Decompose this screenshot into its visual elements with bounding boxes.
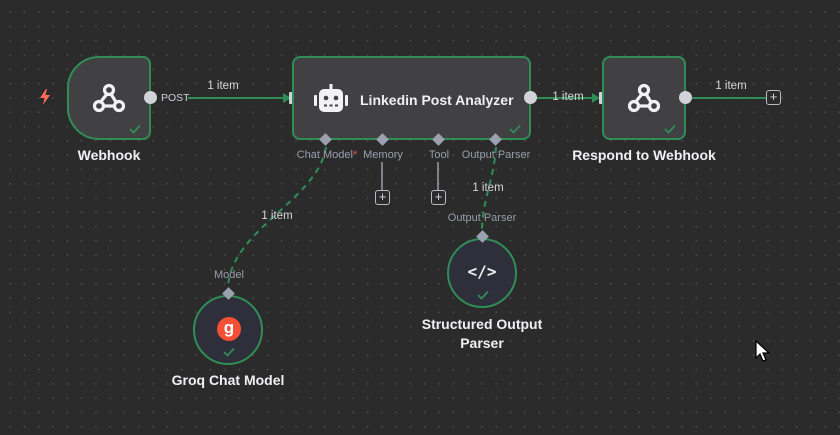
groq-icon: g	[217, 317, 241, 341]
edge-label-webhook-agent: 1 item	[207, 80, 239, 92]
webhook-node-label: Webhook	[77, 147, 141, 163]
edge-parser-agent[interactable]	[481, 146, 497, 233]
webhook-output-handle[interactable]	[144, 91, 157, 104]
success-check-icon	[477, 290, 489, 300]
trigger-bolt-icon	[40, 89, 50, 105]
output-parser-sub-label: Output Parser	[461, 149, 531, 161]
success-check-icon	[509, 124, 521, 134]
structured-output-parser-node[interactable]: </>	[447, 238, 517, 308]
webhook-node[interactable]	[67, 56, 151, 140]
agent-node-title: Linkedin Post Analyzer	[360, 92, 514, 108]
edge-label-respond-add: 1 item	[715, 80, 747, 92]
groq-chat-model-node[interactable]: g	[193, 295, 263, 365]
respond-node-label: Respond to Webhook	[572, 147, 716, 163]
webhook-output-label: POST	[161, 92, 190, 104]
success-check-icon	[223, 347, 235, 357]
agent-output-handle[interactable]	[524, 91, 537, 104]
webhook-icon	[627, 83, 661, 113]
memory-sub-label: Memory	[363, 149, 403, 161]
tool-sub-label: Tool	[428, 149, 450, 161]
respond-to-webhook-node[interactable]	[602, 56, 686, 140]
required-mark: *	[352, 149, 358, 161]
webhook-icon	[92, 83, 126, 113]
parser-label-line2: Parser	[460, 335, 504, 351]
add-next-node-button[interactable]: +	[766, 90, 781, 105]
edge-label-parser-agent: 1 item	[472, 182, 504, 194]
groq-output-label: Model	[214, 269, 244, 281]
parser-output-label: Output Parser	[447, 212, 517, 224]
edge-label-groq-agent: 1 item	[261, 210, 293, 222]
parser-label-line1: Structured Output	[421, 316, 543, 332]
chat-model-sub-label: Chat Model*	[297, 149, 358, 161]
edge-label-agent-respond: 1 item	[552, 91, 584, 103]
groq-icon-glyph: g	[223, 318, 235, 337]
agent-node[interactable]: Linkedin Post Analyzer	[292, 56, 531, 140]
add-memory-button[interactable]: +	[375, 190, 390, 205]
mouse-cursor-icon	[755, 340, 771, 362]
add-tool-button[interactable]: +	[431, 190, 446, 205]
success-check-icon	[129, 124, 141, 134]
groq-node-label: Groq Chat Model	[171, 372, 285, 388]
edge-arrow	[592, 93, 600, 103]
parser-node-label: Structured Output Parser	[422, 315, 543, 353]
robot-icon	[314, 84, 348, 112]
respond-output-handle[interactable]	[679, 91, 692, 104]
edge-arrow	[283, 93, 291, 103]
edge-groq-agent[interactable]	[227, 146, 327, 289]
code-icon: </>	[467, 262, 497, 281]
success-check-icon	[664, 124, 676, 134]
chat-model-label-text: Chat Model	[296, 149, 353, 161]
